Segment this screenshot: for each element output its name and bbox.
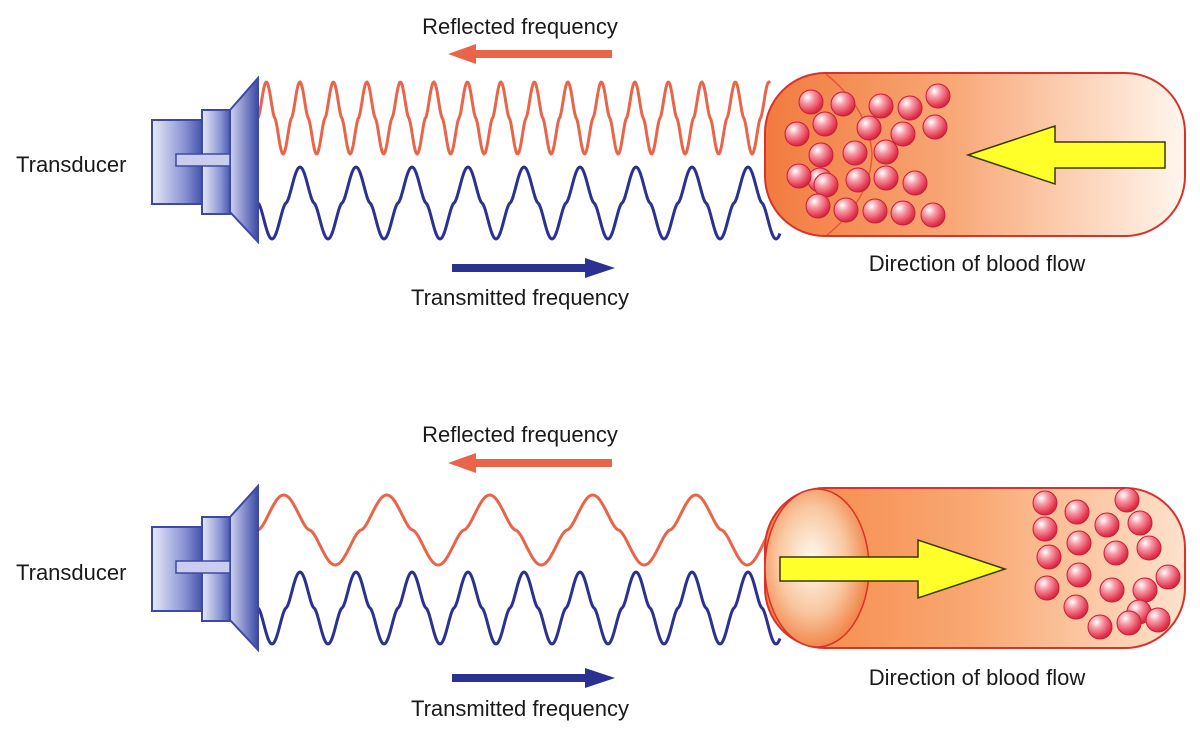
blood-cell-icon <box>1155 564 1181 590</box>
flow-arrow-icon <box>965 124 1166 186</box>
blood-cell-icon <box>1064 499 1090 525</box>
reflected-arrow-icon <box>448 44 612 64</box>
reflected-frequency-label: Reflected frequency <box>422 14 618 39</box>
blood-cell-icon <box>798 89 824 115</box>
blood-cell-icon <box>856 115 882 141</box>
blood-cell-icon <box>1145 607 1171 633</box>
reflected-frequency-label: Reflected frequency <box>422 422 618 447</box>
flow-direction-label: Direction of blood flow <box>869 665 1086 690</box>
blood-cell-icon <box>786 163 812 189</box>
blood-cell-icon <box>1066 562 1092 588</box>
reflected-wave <box>257 493 787 567</box>
blood-cell-icon <box>873 165 899 191</box>
blood-cell-icon <box>1087 614 1113 640</box>
blood-cell-icon <box>784 121 810 147</box>
blood-cell-icon <box>1132 577 1158 603</box>
blood-cell-icon <box>1116 610 1142 636</box>
blood-cell-icon <box>1032 516 1058 542</box>
blood-cell-icon <box>830 91 856 117</box>
blood-cell-icon <box>902 170 928 196</box>
reflected-wave <box>256 80 772 156</box>
blood-cell-icon <box>1114 487 1140 513</box>
transducer-icon <box>151 75 259 245</box>
panel-away: Reflected frequency Transducer Direction… <box>16 422 1186 721</box>
blood-cell-icon <box>890 121 916 147</box>
blood-cell-icon <box>873 139 899 165</box>
blood-cell-icon <box>833 197 859 223</box>
reflected-arrow-icon <box>448 453 612 473</box>
blood-cells-cluster <box>1032 487 1181 640</box>
panel-toward: Reflected frequency Transducer Direction… <box>16 14 1186 310</box>
transducer-label: Transducer <box>16 152 126 177</box>
blood-cell-icon <box>1066 530 1092 556</box>
blood-cell-icon <box>862 198 888 224</box>
blood-cell-icon <box>920 202 946 228</box>
blood-cell-icon <box>1136 535 1162 561</box>
blood-cell-icon <box>1099 577 1125 603</box>
transducer-label: Transducer <box>16 560 126 585</box>
transmitted-frequency-label: Transmitted frequency <box>411 285 629 310</box>
transmitted-frequency-label: Transmitted frequency <box>411 696 629 721</box>
blood-cell-icon <box>1036 544 1062 570</box>
transmitted-wave <box>256 570 782 646</box>
blood-cell-icon <box>922 114 948 140</box>
flow-arrow-icon <box>779 538 1008 600</box>
blood-cell-icon <box>1127 510 1153 536</box>
blood-cell-icon <box>1034 575 1060 601</box>
blood-cell-icon <box>1094 512 1120 538</box>
transmitted-arrow-icon <box>452 668 615 688</box>
blood-cell-icon <box>808 142 834 168</box>
blood-cells-cluster <box>784 83 951 228</box>
blood-cell-icon <box>1063 594 1089 620</box>
blood-cell-icon <box>1032 490 1058 516</box>
blood-cell-icon <box>897 95 923 121</box>
blood-cell-icon <box>890 200 916 226</box>
blood-cell-icon <box>868 93 894 119</box>
blood-cell-icon <box>812 111 838 137</box>
blood-cell-icon <box>845 167 871 193</box>
flow-direction-label: Direction of blood flow <box>869 251 1086 276</box>
blood-cell-icon <box>805 193 831 219</box>
blood-cell-icon <box>925 83 951 109</box>
transmitted-wave <box>256 165 782 241</box>
blood-cell-icon <box>1103 540 1129 566</box>
blood-cell-icon <box>813 172 839 198</box>
transmitted-arrow-icon <box>452 258 615 278</box>
transducer-icon <box>151 483 259 653</box>
blood-cell-icon <box>842 140 868 166</box>
